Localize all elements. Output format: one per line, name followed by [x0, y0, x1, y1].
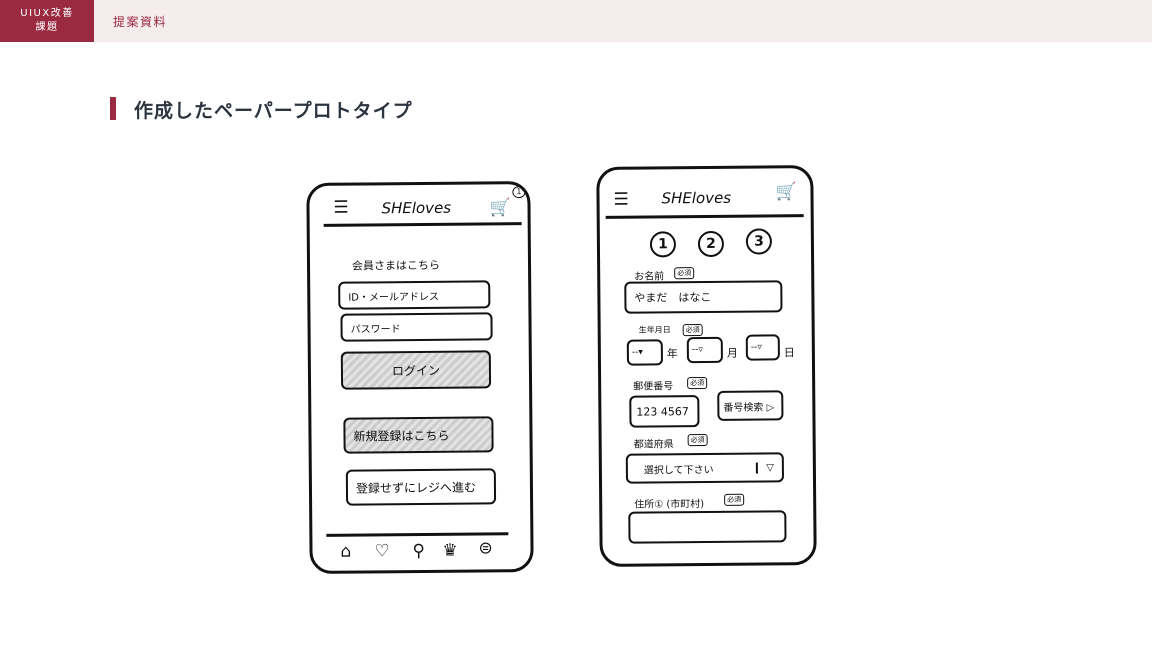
- step-3: 3: [745, 228, 773, 255]
- prefecture-label: 都道府県: [633, 439, 674, 451]
- chevron-down-icon: ▿: [757, 342, 762, 353]
- heart-icon[interactable]: ♡: [374, 541, 390, 562]
- id-input[interactable]: ID・メールアドレス: [338, 280, 491, 310]
- cart-badge: 1: [512, 186, 526, 199]
- password-input[interactable]: パスワード: [340, 312, 493, 342]
- divider: [605, 214, 804, 219]
- menu-icon: ☰: [613, 189, 629, 210]
- header-bar: UIUX改善課題 提案資料: [0, 0, 1152, 42]
- search-icon[interactable]: ⚲: [412, 540, 426, 562]
- course-badge: UIUX改善課題: [0, 0, 94, 42]
- divider: [326, 532, 509, 537]
- cart-icon: 🛒: [775, 182, 797, 203]
- login-sketch: ☰ SHEloves 🛒 1 会員さまはこちら ID・メールアドレス パスワード…: [306, 181, 534, 574]
- day-label: 日: [783, 346, 795, 360]
- badge-line2: 課題: [35, 22, 59, 33]
- menu-icon: ☰: [333, 197, 349, 218]
- prefecture-placeholder: 選択して下さい: [643, 464, 714, 477]
- home-icon[interactable]: ⌂: [340, 541, 352, 562]
- required-tag: 必須: [674, 267, 695, 280]
- user-icon[interactable]: ⊜: [478, 538, 493, 559]
- name-label: お名前: [634, 271, 665, 283]
- register-button[interactable]: 新規登録はこちら: [343, 416, 494, 454]
- chevron-down-icon: ▿: [698, 345, 703, 356]
- name-input[interactable]: やまだ はなこ: [624, 280, 783, 314]
- member-label: 会員さまはこちら: [351, 258, 441, 273]
- chevron-down-icon: ▾: [638, 347, 643, 358]
- birth-label: 生年月日: [638, 325, 671, 335]
- address-label: 住所① (市町村): [634, 499, 705, 511]
- step-2: 2: [697, 230, 725, 258]
- required-tag: 必須: [687, 376, 708, 390]
- required-tag: 必須: [687, 433, 708, 447]
- form-sketch: ☰ SHEloves 🛒 1 2 3 お名前 必須 やまだ はなこ 生年月日 必…: [596, 165, 817, 567]
- zip-search-button[interactable]: 番号検索 ▷: [717, 390, 784, 421]
- chevron-down-icon: ▽: [756, 461, 782, 474]
- month-label: 月: [726, 346, 738, 360]
- divider: [323, 222, 522, 227]
- login-button[interactable]: ログイン: [340, 350, 492, 390]
- birth-year-select[interactable]: --▾: [626, 339, 663, 366]
- cart-icon: 🛒: [489, 198, 511, 219]
- guest-checkout-button[interactable]: 登録せずにレジへ進む: [345, 468, 497, 506]
- year-label: 年: [666, 347, 678, 361]
- zip-input[interactable]: 123 4567: [629, 395, 700, 428]
- crown-icon[interactable]: ♛: [442, 540, 458, 561]
- breadcrumb: 提案資料: [113, 15, 168, 29]
- logo: SHEloves: [661, 188, 732, 208]
- title-accent-bar: [110, 97, 116, 120]
- logo: SHEloves: [381, 198, 452, 218]
- required-tag: 必須: [724, 493, 745, 506]
- required-tag: 必須: [682, 324, 703, 337]
- zip-label: 郵便番号: [633, 381, 674, 393]
- birth-month-select[interactable]: --▿: [686, 336, 723, 364]
- badge-line1: UIUX改善: [20, 8, 74, 19]
- prefecture-select[interactable]: 選択して下さい ▽: [625, 452, 785, 484]
- birth-day-select[interactable]: --▿: [745, 334, 780, 361]
- step-1: 1: [649, 231, 677, 258]
- page-title: 作成したペーパープロトタイプ: [134, 100, 413, 122]
- address-input[interactable]: [628, 510, 787, 544]
